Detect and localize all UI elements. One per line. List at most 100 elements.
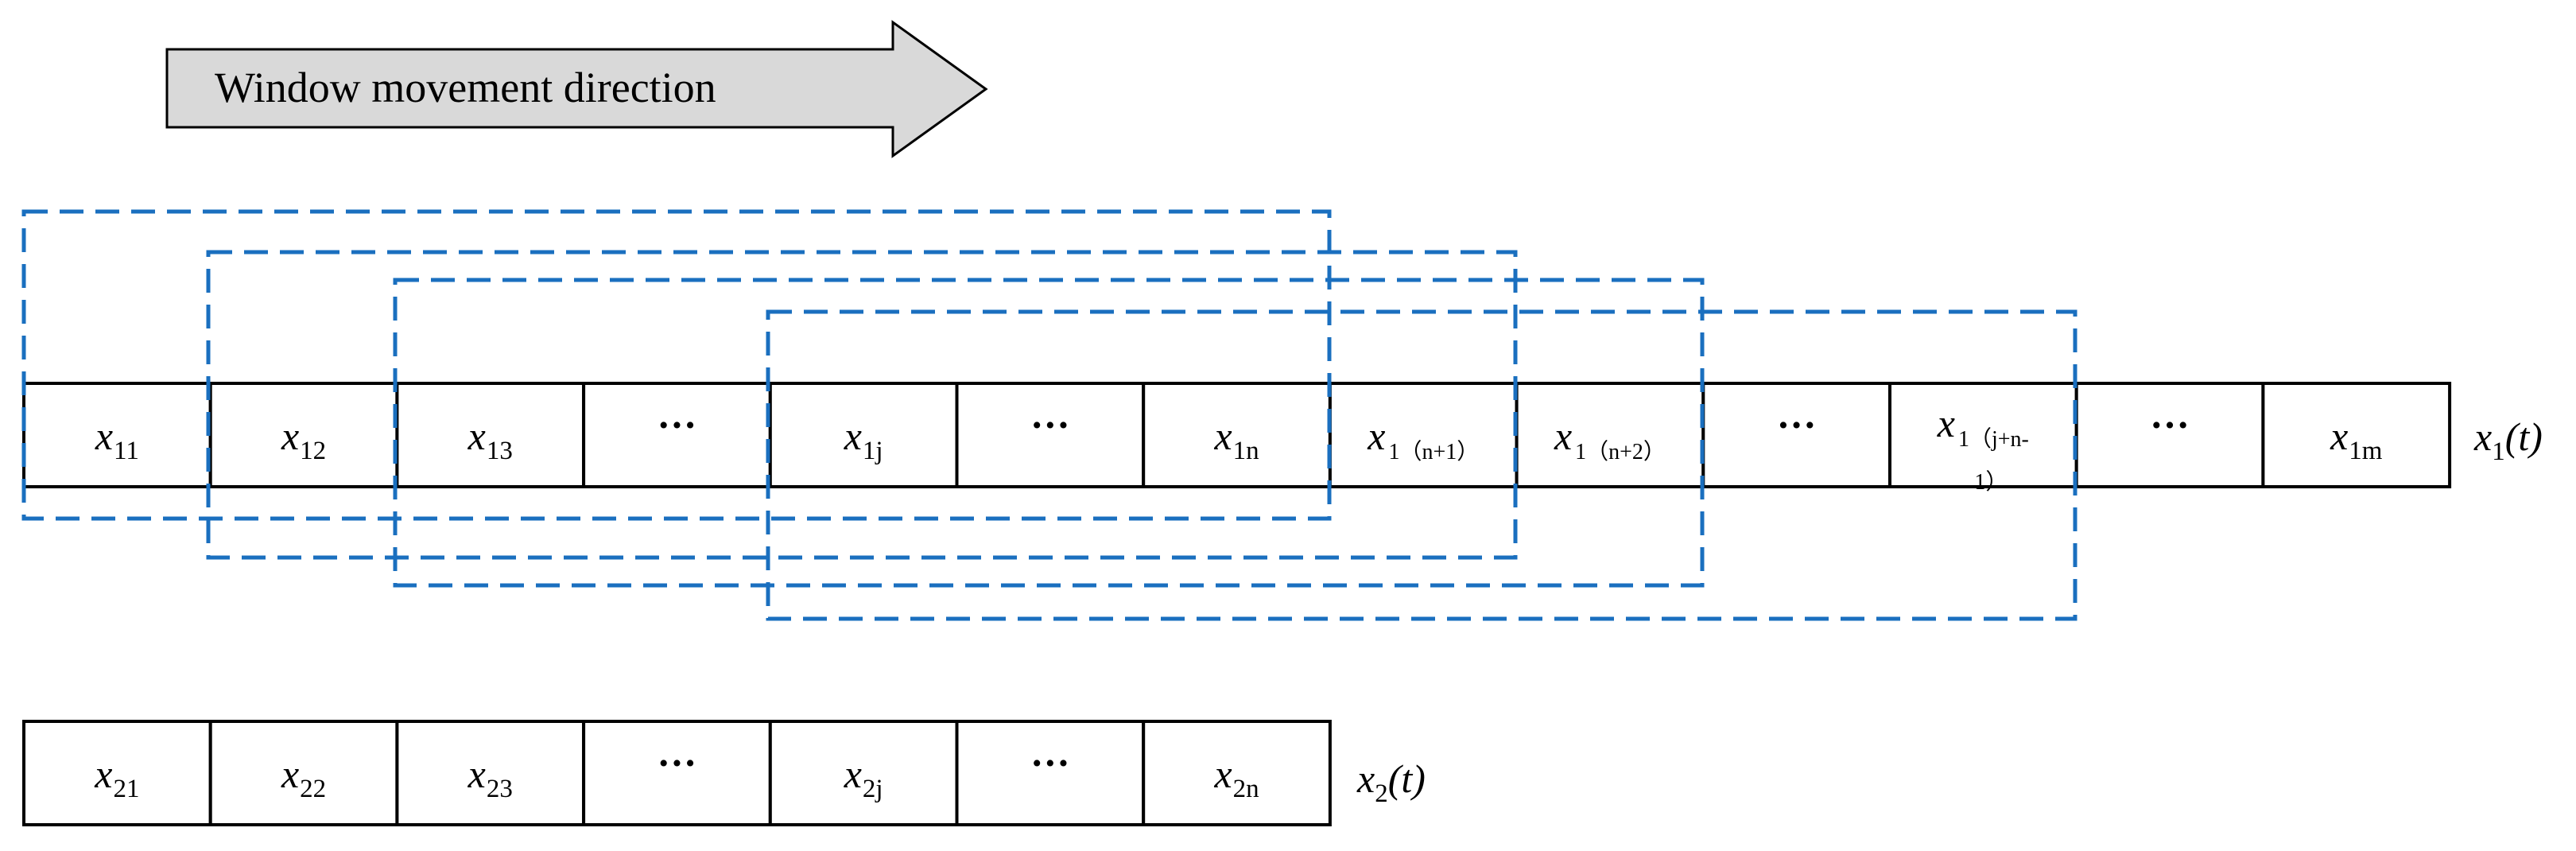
variable-subscript: 13 (487, 437, 513, 465)
variable-subscript: 1j (863, 437, 883, 465)
cell-box (1888, 382, 2078, 488)
cell-variable: x23 (467, 752, 513, 803)
ellipsis-text: ··· (657, 402, 696, 447)
window-j (766, 309, 2077, 621)
ellipsis-text: ··· (1030, 740, 1070, 785)
cell: x22 (208, 720, 399, 826)
label-suffix: (t) (2505, 414, 2543, 459)
cell-variable: x2n (1213, 752, 1259, 803)
label-base: x (2473, 414, 2492, 459)
variable-subscript: 1（j+n- (1958, 426, 2029, 452)
cell-box (208, 720, 399, 826)
label-suffix: (t) (1388, 756, 1426, 801)
cell-box (208, 382, 399, 488)
cell-box (395, 382, 586, 488)
label-subscript: 1 (2492, 437, 2505, 466)
variable-base: x (281, 752, 299, 796)
label-subscript: 2 (1375, 779, 1388, 808)
cell-variable: x1j (844, 414, 883, 465)
row-label-x1: x1(t) (2473, 414, 2543, 466)
variable-subscript: 11 (114, 437, 139, 465)
cell: x11 (22, 382, 212, 488)
cell: ··· (955, 382, 1146, 488)
variable-subscript: 1n (1233, 437, 1259, 465)
cell: x2n (1142, 720, 1332, 826)
cell: x12 (208, 382, 399, 488)
variable-subscript-line2: 1） (1974, 469, 2008, 495)
variable-base: x (1554, 414, 1572, 458)
cell-box (22, 720, 212, 826)
window-2 (206, 250, 1518, 560)
cell: ··· (582, 382, 772, 488)
cell-box (1142, 382, 1332, 488)
window-3 (393, 278, 1705, 588)
sliding-windows (21, 209, 2077, 621)
variable-base: x (467, 752, 486, 796)
variable-subscript: 1（n+1） (1388, 439, 1479, 464)
variable-subscript: 21 (113, 775, 139, 803)
cell-box (955, 720, 1146, 826)
variable-subscript: 22 (300, 775, 326, 803)
variable-base: x (844, 414, 862, 458)
ellipsis-text: ··· (657, 740, 696, 785)
cell: ··· (2074, 382, 2265, 488)
window-direction-arrow: Window movement direction (165, 20, 988, 158)
cell-box (2074, 382, 2265, 488)
cell: ··· (955, 720, 1146, 826)
cell: x23 (395, 720, 586, 826)
cell-box (1142, 720, 1332, 826)
cell: ··· (582, 720, 772, 826)
variable-subscript: 2n (1233, 775, 1259, 803)
ellipsis-text: ··· (2150, 402, 2190, 447)
cell: x1m (2261, 382, 2452, 488)
variable-base: x (1367, 414, 1385, 458)
variable-base: x (94, 752, 112, 796)
variable-base: x (844, 752, 862, 796)
label-base: x (1356, 756, 1375, 801)
variable-base: x (1213, 752, 1232, 796)
cell: x21 (22, 720, 212, 826)
variable-base: x (281, 414, 299, 458)
ellipsis-text: ··· (1777, 402, 1817, 447)
cell-box (1328, 382, 1519, 488)
cell-variable: x22 (281, 752, 326, 803)
cell: x2j (768, 720, 959, 826)
cell-box (1515, 382, 1705, 488)
variable-subscript: 23 (487, 775, 513, 803)
cell-variable: x21 (94, 752, 139, 803)
variable-subscript: 2j (863, 775, 883, 803)
cell-box (582, 720, 772, 826)
cell-box (768, 720, 959, 826)
cell-variable: x1n (1213, 414, 1259, 465)
cell-box (395, 720, 586, 826)
variable-base: x (2330, 414, 2348, 458)
variable-subscript: 1m (2349, 437, 2383, 465)
arrow-label: Window movement direction (215, 64, 716, 111)
cell-box (955, 382, 1146, 488)
cell-variable: x2j (844, 752, 883, 803)
cell: ··· (1701, 382, 1892, 488)
cell: x1j (768, 382, 959, 488)
variable-subscript: 12 (300, 437, 326, 465)
window-1 (21, 209, 1332, 521)
cell-box (2261, 382, 2452, 488)
variable-base: x (1213, 414, 1232, 458)
variable-base: x (95, 414, 113, 458)
cell: x13 (395, 382, 586, 488)
arrow-shape (165, 20, 988, 158)
cell-variable: x11 (95, 414, 139, 465)
cell-box (768, 382, 959, 488)
variable-base: x (467, 414, 486, 458)
ellipsis-text: ··· (1030, 402, 1070, 447)
cell-variable: x13 (467, 414, 513, 465)
variable-subscript: 1（n+2） (1575, 439, 1666, 464)
